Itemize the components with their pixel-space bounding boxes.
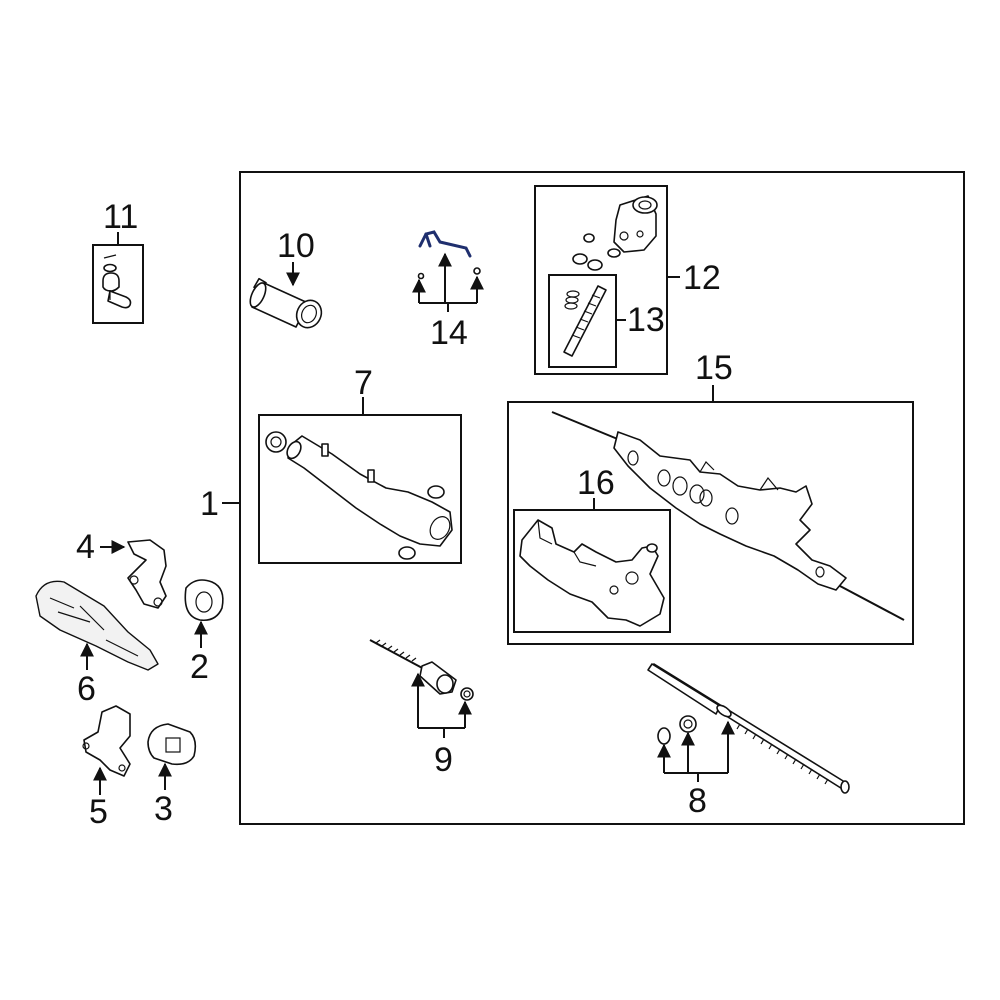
rack-housing-illustration <box>551 411 905 621</box>
rack-shaft-illustration <box>647 663 850 794</box>
callout-1-label[interactable]: 1 <box>200 485 219 523</box>
callout-13-label[interactable]: 13 <box>627 301 665 339</box>
housing-sub-assembly-illustration <box>519 519 665 627</box>
bushing-2-illustration <box>184 579 224 622</box>
inset-box-12 <box>534 185 668 375</box>
mount-3-illustration <box>147 723 197 766</box>
callout-14-label[interactable]: 14 <box>430 314 468 352</box>
callout-8-label[interactable]: 8 <box>688 782 707 820</box>
inner-tie-rod-illustration <box>369 639 474 701</box>
bracket-5-illustration <box>82 705 131 777</box>
callout-7-label[interactable]: 7 <box>354 364 373 402</box>
callout-9-label[interactable]: 9 <box>434 741 453 779</box>
shield-6-illustration <box>35 580 159 671</box>
callout-11-label[interactable]: 11 <box>103 198 138 236</box>
callout-5-label[interactable]: 5 <box>89 793 108 831</box>
tie-rod-end-illustration <box>102 254 132 309</box>
callout-3-label[interactable]: 3 <box>154 790 173 828</box>
cylinder-tube-illustration <box>265 431 453 560</box>
valve-spool-illustration <box>563 285 607 357</box>
valve-housing-illustration <box>572 195 658 271</box>
sleeve-illustration <box>249 277 323 329</box>
pipe-highlighted-illustration <box>417 230 481 280</box>
callout-4-label[interactable]: 4 <box>76 528 95 566</box>
callout-15-label[interactable]: 15 <box>695 349 733 387</box>
inset-box-7 <box>258 414 462 564</box>
bracket-4-illustration <box>127 539 167 609</box>
inset-box-15 <box>507 401 914 645</box>
callout-16-label[interactable]: 16 <box>577 464 615 502</box>
callout-6-label[interactable]: 6 <box>77 670 96 708</box>
inset-box-16 <box>513 509 671 633</box>
callout-12-label[interactable]: 12 <box>683 259 721 297</box>
callout-2-label[interactable]: 2 <box>190 648 209 686</box>
main-assembly-frame <box>239 171 965 825</box>
callout-10-label[interactable]: 10 <box>277 227 315 265</box>
